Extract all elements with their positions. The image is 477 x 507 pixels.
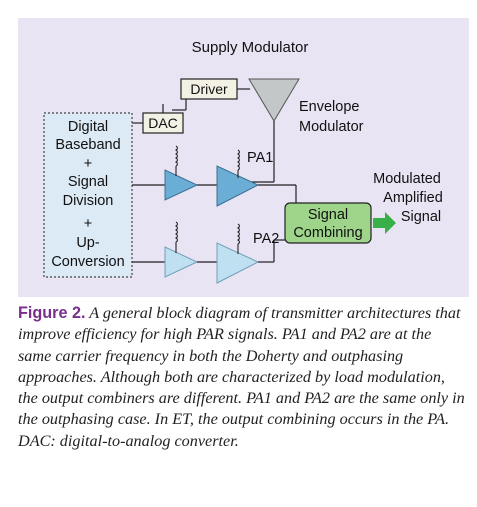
output-label-line3: Signal bbox=[401, 209, 441, 225]
pa2-driver-inductor bbox=[175, 221, 179, 243]
baseband-line-5: Division bbox=[63, 193, 114, 209]
combiner-label-line1: Signal bbox=[308, 207, 348, 223]
baseband-line-8: Conversion bbox=[51, 254, 124, 270]
output-arrow bbox=[373, 212, 396, 234]
supply-modulator-label: Supply Modulator bbox=[192, 39, 309, 56]
pa1-driver-amplifier bbox=[164, 169, 199, 201]
baseband-line-1: Digital bbox=[68, 119, 108, 135]
combiner-label-line2: Combining bbox=[293, 225, 362, 241]
pa1-driver-inductor bbox=[175, 145, 179, 167]
output-label-line1: Modulated bbox=[373, 171, 441, 187]
pa1-label: PA1 bbox=[247, 150, 273, 166]
digital-baseband-block bbox=[43, 112, 133, 278]
baseband-line-3: + bbox=[84, 156, 92, 172]
pa2-inductor bbox=[237, 223, 241, 245]
baseband-line-4: Signal bbox=[68, 174, 108, 190]
pa2-driver-amplifier bbox=[164, 246, 199, 278]
figure-caption: Figure 2. A general block diagram of tra… bbox=[18, 303, 468, 452]
pa2-label: PA2 bbox=[253, 231, 279, 247]
block-diagram: Supply Modulator Driver Envelope Modulat… bbox=[18, 18, 469, 297]
baseband-line-7: Up- bbox=[76, 235, 100, 251]
dac-label: DAC bbox=[148, 115, 178, 131]
envelope-label-line1: Envelope bbox=[299, 99, 359, 115]
output-label-line2: Amplified bbox=[383, 190, 443, 206]
baseband-line-2: Baseband bbox=[55, 137, 120, 153]
envelope-label-line2: Modulator bbox=[299, 119, 364, 135]
envelope-modulator-amplifier bbox=[248, 78, 300, 122]
driver-label: Driver bbox=[190, 81, 228, 97]
pa1-inductor bbox=[237, 149, 241, 171]
baseband-line-6: + bbox=[84, 216, 92, 232]
caption-label: Figure 2. bbox=[18, 304, 86, 322]
caption-text: A general block diagram of transmitter a… bbox=[18, 304, 465, 450]
signal-combining-block bbox=[284, 202, 372, 244]
